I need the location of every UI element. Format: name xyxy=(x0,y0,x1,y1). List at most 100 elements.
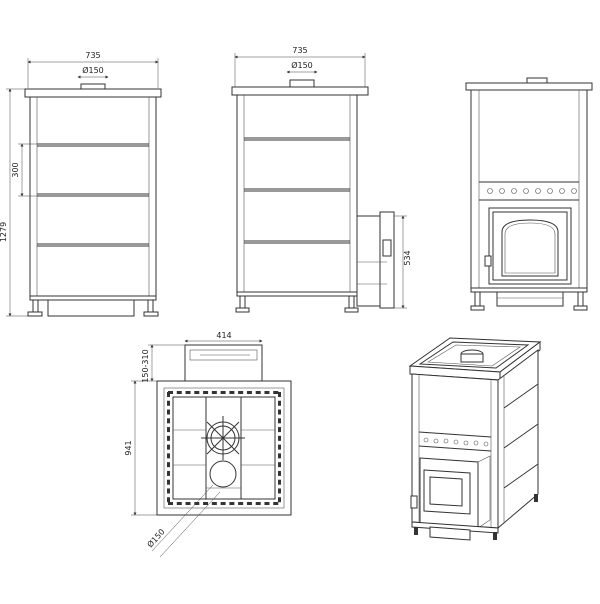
perforation-slot xyxy=(278,418,281,424)
perforation-slot xyxy=(168,391,173,394)
door-view-top-lid xyxy=(465,82,593,91)
perforation-slot xyxy=(264,391,270,394)
leg-right xyxy=(147,299,154,313)
iso-top-rim-inner xyxy=(427,344,521,367)
door-handle xyxy=(382,239,392,257)
flue-star-icon xyxy=(201,416,245,460)
leg-left xyxy=(32,299,39,313)
perforation-slot xyxy=(167,400,170,406)
perforation-slot xyxy=(278,479,281,485)
side-top-lid xyxy=(231,86,369,96)
perforation-slot xyxy=(220,391,226,394)
side-flue-label: Ø150 xyxy=(291,60,313,70)
ash-drawer xyxy=(496,291,564,307)
perforation-slot xyxy=(278,392,281,397)
water-tank-outlet xyxy=(209,460,237,488)
perforation-slot xyxy=(278,444,281,450)
base-plate xyxy=(29,295,157,301)
fire-door-frame xyxy=(492,211,568,281)
tunnel-height-label: 534 xyxy=(403,250,412,265)
door-view xyxy=(465,77,593,311)
perforation-slot xyxy=(273,391,279,394)
perforation-slot xyxy=(278,470,281,476)
perforation-slot xyxy=(176,502,182,505)
perforation-slot xyxy=(168,502,173,505)
foot-left xyxy=(27,311,43,317)
top-lid xyxy=(24,88,162,98)
perforation-slot xyxy=(167,479,170,485)
iso-fire-door xyxy=(423,469,471,515)
perforation-row xyxy=(487,188,577,194)
perforation-slot xyxy=(238,391,244,394)
side-width-label: 735 xyxy=(292,46,307,55)
front-view: 735 Ø150 300 1279 xyxy=(0,51,162,317)
iso-leg-right xyxy=(493,532,497,540)
iso-side-divider-1 xyxy=(503,383,539,409)
iso-base xyxy=(411,521,499,534)
iso-leg-left xyxy=(414,527,418,535)
perforation-slot xyxy=(264,502,270,505)
perforation-slot xyxy=(167,453,170,459)
depth-label: 941 xyxy=(124,440,133,455)
flue-leader-line xyxy=(151,484,214,552)
perforation-slot xyxy=(185,391,191,394)
perforation-slot xyxy=(203,502,209,505)
perforation-slot xyxy=(278,409,281,415)
tunnel-width-label: 414 xyxy=(216,331,231,340)
tunnel-top xyxy=(184,344,263,382)
side-foot-left xyxy=(235,307,250,313)
perforation-slot xyxy=(167,418,170,424)
section-height-label: 300 xyxy=(11,162,20,177)
perforation-slot xyxy=(238,502,244,505)
perforation-slot xyxy=(255,391,261,394)
perforation-slot xyxy=(167,470,170,476)
perforation-slot xyxy=(278,462,281,468)
perforation-slot xyxy=(167,488,170,494)
iso-leg-back xyxy=(534,494,538,502)
perforation-slot xyxy=(211,502,217,505)
perforation-slot xyxy=(246,502,252,505)
isometric-view xyxy=(408,337,542,541)
iso-door-side xyxy=(477,455,491,529)
perforation-slot xyxy=(194,502,200,505)
perforation-slot xyxy=(220,502,226,505)
perforation-slot xyxy=(167,444,170,450)
door-glass xyxy=(501,219,559,277)
total-height-label: 1279 xyxy=(0,222,8,242)
perforation-slot xyxy=(273,502,279,505)
side-foot-right xyxy=(344,307,359,313)
side-leg-right xyxy=(348,295,355,309)
perforation-slot xyxy=(278,453,281,459)
perforation-slot xyxy=(167,497,170,503)
iso-top-rim xyxy=(418,341,530,369)
perforation-slot xyxy=(203,391,209,394)
iso-perf-bottom xyxy=(418,445,492,452)
top-plate xyxy=(156,380,292,516)
flue-leader-line-2 xyxy=(159,491,221,558)
tunnel-flange xyxy=(379,211,395,309)
iso-flue-body xyxy=(460,353,484,363)
tunnel-depth-label: 150-310 xyxy=(141,349,150,382)
door-glass-inner xyxy=(504,222,556,274)
perforation-slot xyxy=(246,391,252,394)
door-view-foot-left xyxy=(470,305,485,311)
iso-door-handle-icon xyxy=(410,495,418,509)
perforation-slot xyxy=(255,502,261,505)
side-base-plate xyxy=(236,291,358,297)
perforation-slot xyxy=(167,409,170,415)
foot-right xyxy=(143,311,159,317)
door-view-foot-right xyxy=(573,305,588,311)
top-view: 414 150-310 xyxy=(124,331,292,558)
perforation-slot xyxy=(194,391,200,394)
iso-door-glass xyxy=(429,476,463,507)
perforation-slot xyxy=(167,427,170,433)
perforation-slot xyxy=(229,391,235,394)
iso-ash-drawer xyxy=(429,526,471,541)
stone-grid xyxy=(172,396,276,500)
door-handle-icon xyxy=(484,255,492,267)
top-plate-inner xyxy=(163,387,285,509)
door-view-leg-right xyxy=(577,291,584,307)
perforation-slot xyxy=(211,391,217,394)
